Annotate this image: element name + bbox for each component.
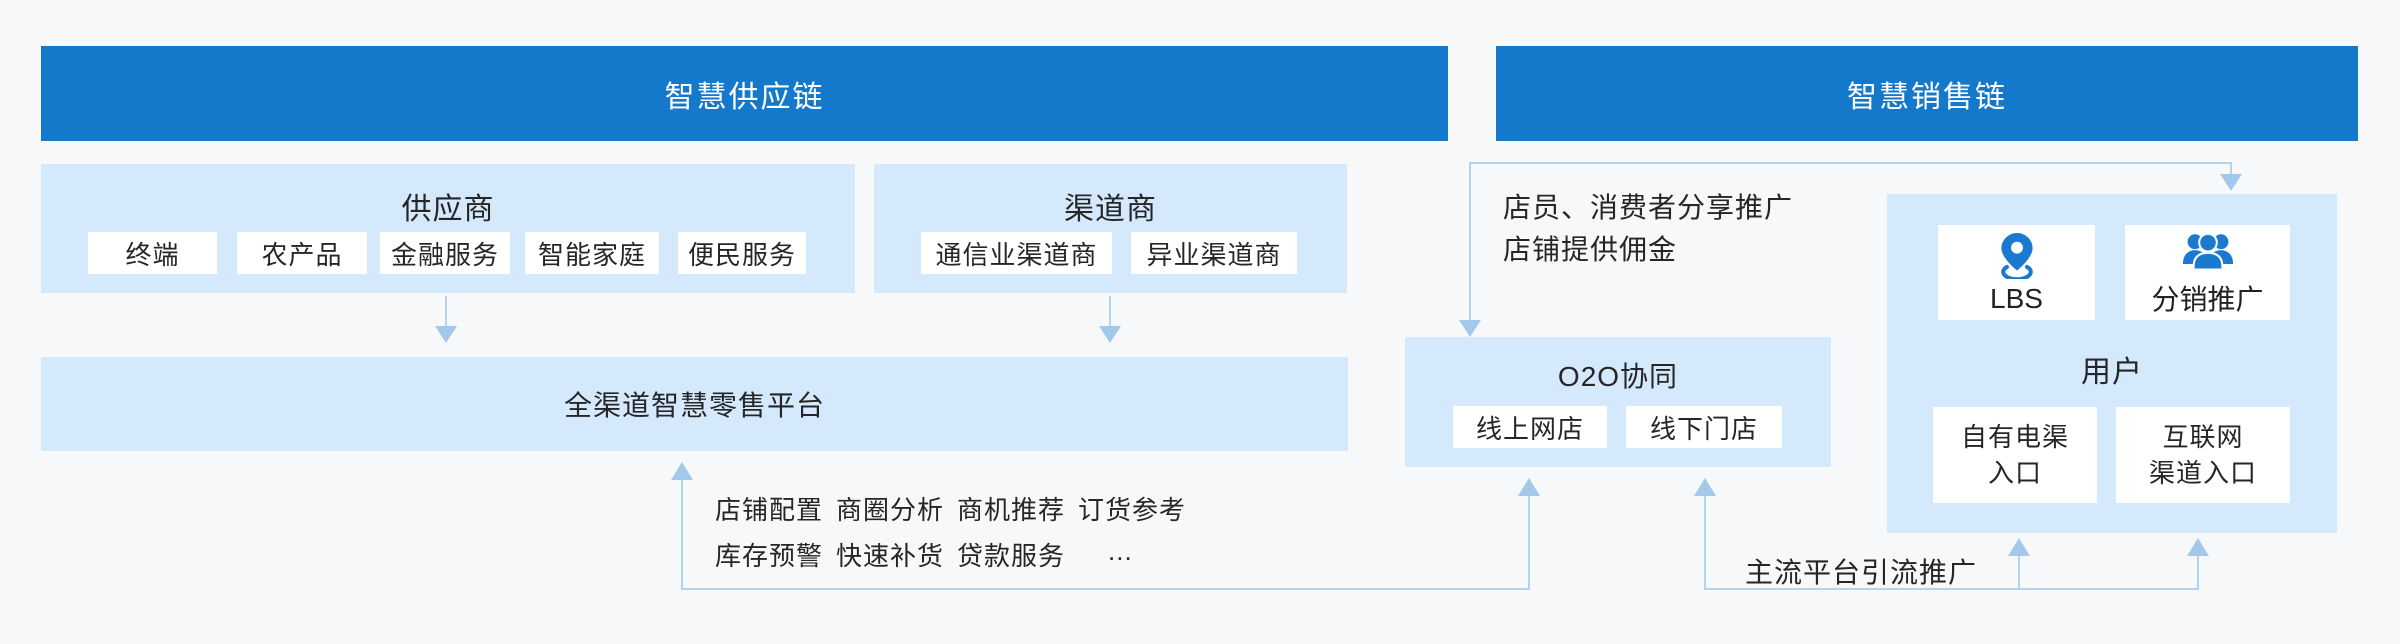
promo-connector-hline: [1704, 588, 2199, 590]
entry-label-line2: 入口: [1987, 458, 2042, 488]
supplier-item-agri: 农产品: [237, 232, 367, 274]
o2o-item-label: 线上网店: [1475, 413, 1584, 444]
lbs-card: LBS: [1938, 225, 2095, 320]
distribution-card-label: 分销推广: [2151, 283, 2264, 315]
feature-order-ref: 订货参考: [1078, 495, 1187, 525]
sales-connector-hline: [1469, 162, 2232, 164]
promo-note: 主流平台引流推广: [1745, 557, 1978, 588]
sales-to-users-vline: [2230, 162, 2232, 174]
feature-stock-alert: 库存预警: [715, 541, 824, 571]
supplier-item-label: 金融服务: [390, 239, 499, 270]
platform-o2o-hline: [681, 588, 1530, 590]
channel-to-platform-line: [1109, 296, 1111, 326]
channel-to-platform-arrow-icon: [1099, 326, 1121, 343]
supplier-to-platform-line: [445, 296, 447, 326]
supplier-item-label: 终端: [125, 239, 180, 270]
lbs-icon: [2000, 232, 2033, 279]
supplier-item-label: 便民服务: [687, 239, 796, 270]
online-shop-up-arrow-icon: [1518, 478, 1540, 496]
channel-title: 渠道商: [1064, 193, 1157, 226]
supply-chain-header: 智慧供应链: [41, 46, 1448, 141]
supplier-item-label: 智能家庭: [537, 239, 646, 270]
supplier-item-label: 农产品: [261, 239, 343, 270]
retail-platform-bar: 全渠道智慧零售平台: [41, 357, 1348, 451]
users-title: 用户: [2081, 356, 2143, 389]
sales-chain-header: 智慧销售链: [1496, 46, 2358, 141]
platform-connector-vline: [681, 480, 683, 590]
entry-label-line2: 渠道入口: [2148, 458, 2257, 488]
users-entry-own-echannel: 自有电渠 入口: [1933, 407, 2097, 503]
channel-item-label: 通信业渠道商: [935, 239, 1098, 270]
retail-platform-label: 全渠道智慧零售平台: [563, 390, 825, 421]
own-echannel-connector-vline: [2018, 556, 2020, 590]
feature-restock: 快速补货: [836, 541, 945, 571]
internet-channel-up-arrow-icon: [2187, 538, 2209, 556]
sales-to-o2o-vline: [1469, 162, 1471, 320]
channel-item-label: 异业渠道商: [1146, 239, 1282, 270]
o2o-item-offline-store: 线下门店: [1626, 406, 1782, 448]
channel-item-cross-industry: 异业渠道商: [1131, 232, 1297, 274]
feature-loan: 贷款服务: [957, 541, 1066, 571]
supplier-to-platform-arrow-icon: [435, 326, 457, 343]
sales-to-o2o-arrow-icon: [1459, 320, 1481, 337]
entry-label-line1: 互联网: [2162, 422, 2244, 452]
lbs-card-label: LBS: [1990, 282, 2043, 314]
feature-store-config: 店铺配置: [715, 495, 824, 525]
entry-label-line1: 自有电渠: [1960, 422, 2069, 452]
supplier-title: 供应商: [401, 193, 495, 226]
own-echannel-up-arrow-icon: [2008, 538, 2030, 556]
supplier-item-finance: 金融服务: [380, 232, 510, 274]
platform-up-arrow-icon: [671, 462, 693, 480]
offline-store-up-arrow-icon: [1694, 478, 1716, 496]
sales-to-users-arrow-icon: [2220, 174, 2242, 191]
supplier-item-terminal: 终端: [88, 232, 217, 274]
channel-item-telecom: 通信业渠道商: [921, 232, 1112, 274]
share-note-line1: 店员、消费者分享推广: [1503, 192, 1794, 223]
o2o-item-label: 线下门店: [1649, 413, 1758, 444]
feature-trade-area: 商圈分析: [836, 495, 945, 525]
share-note-line2: 店铺提供佣金: [1503, 234, 1678, 265]
supplier-item-convenience: 便民服务: [678, 232, 806, 274]
supplier-item-smart-home: 智能家庭: [525, 232, 659, 274]
platform-features-row-1: 店铺配置 商圈分析 商机推荐 订货参考: [715, 490, 1186, 527]
feature-ellipsis: ...: [1108, 536, 1133, 566]
online-shop-connector-vline: [1528, 496, 1530, 590]
platform-features-row-2: 库存预警 快速补货 贷款服务 ...: [715, 536, 1133, 573]
offline-store-connector-vline: [1704, 496, 1706, 590]
distribution-card: 分销推广: [2125, 225, 2290, 320]
feature-opportunity: 商机推荐: [957, 495, 1066, 525]
o2o-item-online-shop: 线上网店: [1453, 406, 1607, 448]
sales-chain-header-label: 智慧销售链: [1847, 80, 2007, 114]
internet-channel-connector-vline: [2197, 556, 2199, 590]
people-icon: [2182, 232, 2233, 271]
o2o-title: O2O协同: [1557, 361, 1679, 392]
supply-chain-header-label: 智慧供应链: [664, 80, 825, 114]
users-entry-internet-channel: 互联网 渠道入口: [2116, 407, 2290, 503]
